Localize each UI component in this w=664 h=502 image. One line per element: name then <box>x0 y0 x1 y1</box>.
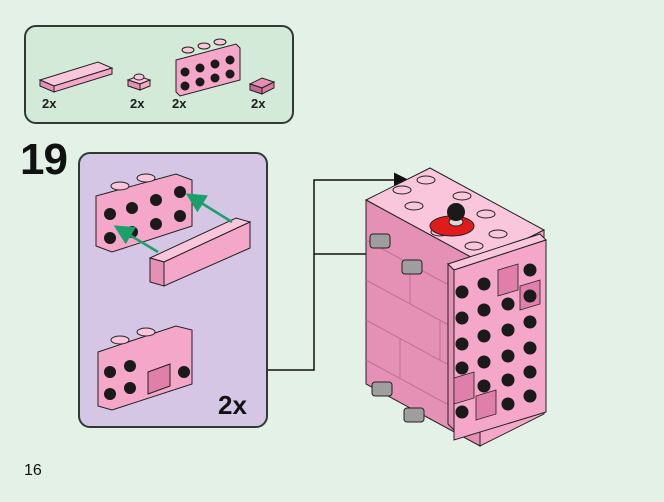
pink-slope-illustration <box>248 77 276 95</box>
page-number: 16 <box>24 462 42 479</box>
part-quantity-tile: 2x <box>42 96 57 111</box>
part-quantity-bracket: 2x <box>172 96 187 111</box>
pink-plate-1x1-illustration <box>126 73 152 91</box>
step-number: 19 <box>20 135 68 184</box>
main-model <box>364 167 547 447</box>
part-quantity-plate: 2x <box>130 96 145 111</box>
sub-assembly-exploded <box>95 173 252 287</box>
sub-assembly-combined <box>97 325 193 411</box>
pink-tile-1x4-illustration <box>38 61 114 93</box>
part-quantity-slope: 2x <box>251 96 266 111</box>
sub-assembly-multiplier: 2x <box>218 390 247 420</box>
pink-bracket-illustration <box>175 38 241 97</box>
